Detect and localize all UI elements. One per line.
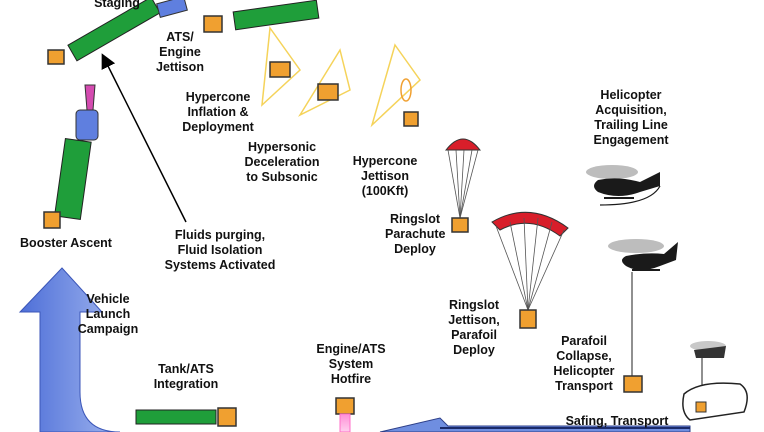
helicopter-acquisition xyxy=(586,165,661,206)
fluids-purging-label: Fluids purging, Fluid Isolation Systems … xyxy=(164,228,276,272)
staging-label: Staging xyxy=(94,0,140,10)
hypercone-2 xyxy=(297,48,351,117)
recovery-vessel xyxy=(682,341,748,421)
tank-ats-integration-label: Tank/ATS Integration xyxy=(153,362,219,391)
fluids-arrow xyxy=(101,53,187,223)
hotfire-engine xyxy=(335,397,355,432)
parafoil xyxy=(491,211,569,329)
helicopter-acquisition-label: Helicopter Acquisition, Trailing Line En… xyxy=(593,88,669,147)
hypersonic-deceleration-label: Hypersonic Deceleration to Subsonic xyxy=(244,140,320,184)
safing-transport-label: Safing, Transport xyxy=(565,414,669,428)
booster-ascent-label: Booster Ascent xyxy=(20,236,112,250)
booster-staging xyxy=(47,0,188,65)
tank-ats-integration-vehicle xyxy=(135,407,237,427)
hypercone-inflation-label: Hypercone Inflation & Deployment xyxy=(182,90,254,134)
hypercone-jettison-label: Hypercone Jettison (100Kft) xyxy=(352,154,418,198)
ringslot-parachute-label: Ringslot Parachute Deploy xyxy=(385,212,446,256)
ringslot-parachute xyxy=(444,138,482,233)
parafoil-collapse-label: Parafoil Collapse, Helicopter Transport xyxy=(553,334,615,393)
booster-vertical xyxy=(43,84,99,229)
engine-ats-hotfire-label: Engine/ATS System Hotfire xyxy=(316,342,386,386)
hypercone-1 xyxy=(261,25,301,107)
ringslot-jettison-label: Ringslot Jettison, Parafoil Deploy xyxy=(448,298,500,357)
helicopter-transport xyxy=(608,239,678,393)
ats-engine-jettison-label: ATS/ Engine Jettison xyxy=(156,30,204,74)
hypercone-3 xyxy=(370,43,421,128)
separated-stage xyxy=(203,0,320,33)
vehicle-launch-label: Vehicle Launch Campaign xyxy=(77,292,139,336)
